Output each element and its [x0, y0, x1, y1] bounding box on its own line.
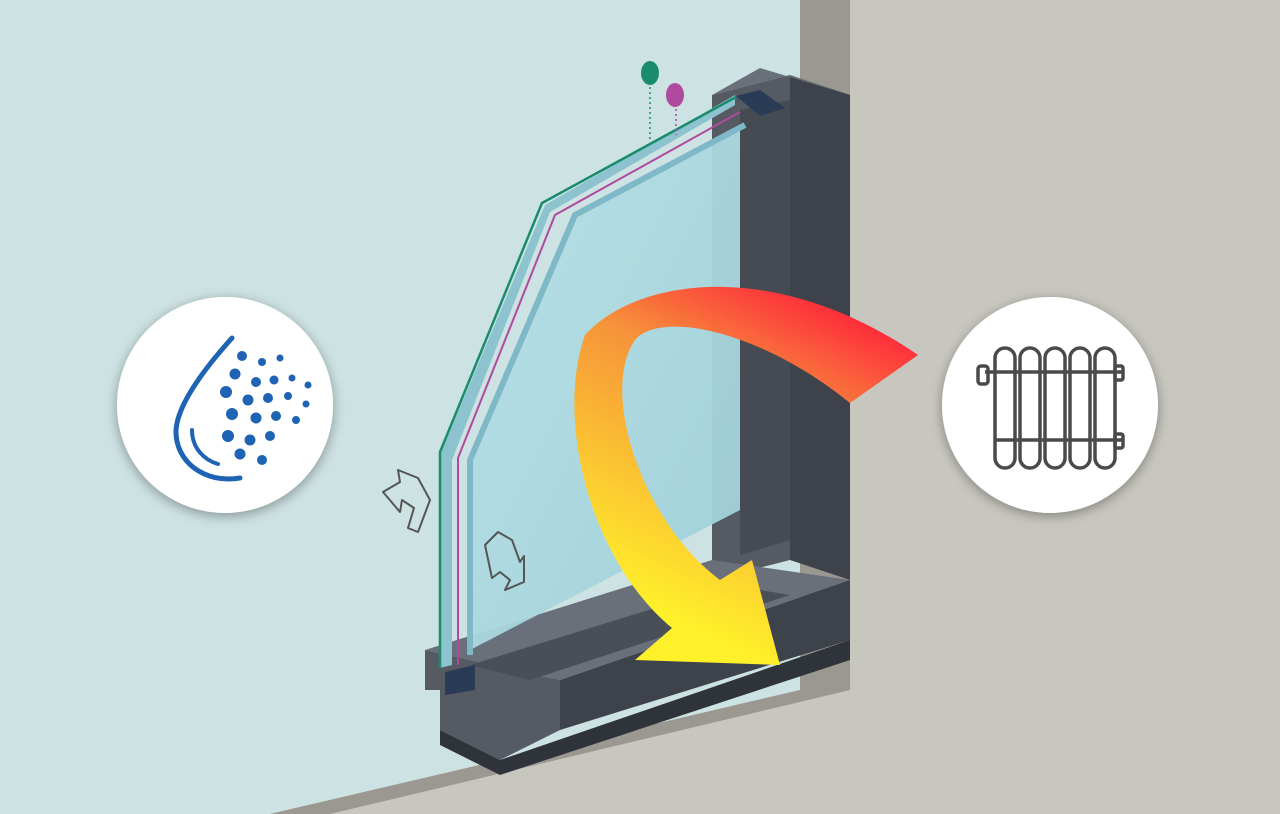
- arrow-down-right: [484, 531, 525, 591]
- radiator-fin-5: [1093, 346, 1117, 470]
- water-drop-inner: [190, 428, 220, 466]
- radiator-fin-2: [1018, 346, 1042, 470]
- radiator-fin-1: [993, 346, 1017, 470]
- frame-jamb-top: [712, 68, 850, 95]
- mist-dots: [220, 351, 312, 465]
- spacer-top: [736, 90, 785, 116]
- water-drop-outline: [173, 335, 243, 482]
- inner-coating-magenta: [457, 111, 741, 665]
- humidity-circle: [117, 297, 333, 513]
- outer-coating-green: [438, 95, 737, 668]
- arrow-up-left: [382, 469, 431, 533]
- radiator-valve: [976, 364, 990, 386]
- coating-markers: [641, 61, 684, 140]
- humidity-symbol: [173, 335, 312, 482]
- inner-pane-edge: [467, 122, 747, 655]
- green-dot: [641, 61, 659, 85]
- radiator-fin-4: [1068, 346, 1092, 470]
- radiator-icon: [942, 297, 1158, 513]
- frame-sill-bottom: [440, 640, 850, 775]
- curved-arrow-icon: [574, 286, 918, 665]
- humidity-icon: [117, 297, 333, 513]
- radiator-circle: [942, 297, 1158, 513]
- spacer-bottom: [445, 665, 475, 695]
- magenta-dot: [666, 83, 684, 107]
- radiator-symbol: [976, 346, 1125, 470]
- radiator-end-cap-top: [1113, 364, 1125, 382]
- radiator-end-cap-bottom: [1113, 432, 1125, 450]
- bidirectional-arrow-icon: [382, 469, 525, 591]
- radiator-fin-3: [1043, 346, 1067, 470]
